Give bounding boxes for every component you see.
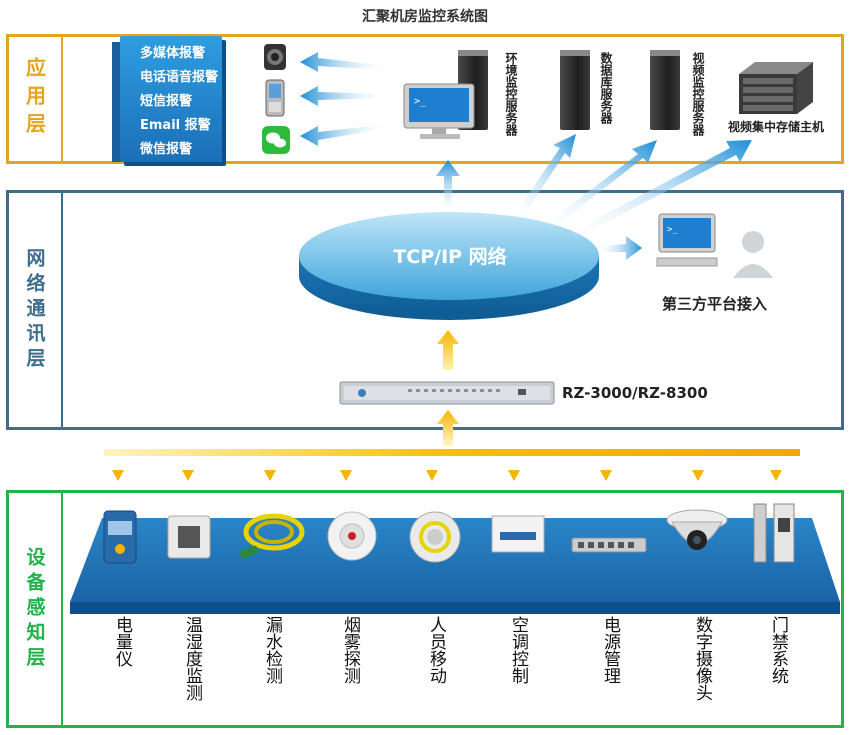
diagram-title: 汇聚机房监控系统图	[362, 9, 488, 25]
device-label-smoke: 烟雾探测	[340, 616, 360, 684]
power-management-icon	[571, 537, 647, 553]
alarm-box-side	[112, 42, 122, 162]
rz-device-icon	[339, 381, 555, 405]
network-layer-title: 网络通讯层	[23, 247, 46, 373]
access-control-icon	[753, 503, 795, 563]
application-layer-label: 应用层	[9, 37, 61, 161]
rz-device-label: RZ-3000/RZ-8300	[562, 384, 708, 402]
device-label-water-leak: 漏水检测	[262, 616, 282, 684]
alarm-wechat: 微信报警	[140, 142, 193, 157]
arrow-left-1	[300, 52, 390, 72]
arrow-to-video-server	[548, 140, 657, 228]
video-server-label: 视频监控服务器	[691, 52, 705, 136]
mobile-phone-icon	[265, 79, 285, 117]
application-layer: 应用层	[6, 34, 844, 164]
alarm-phone-voice: 电话语音报警	[140, 70, 219, 85]
device-label-motion: 人员移动	[426, 616, 446, 684]
alarm-icons	[262, 44, 290, 154]
svg-text:>_: >_	[667, 225, 678, 235]
tcpip-network-label: TCP/IP 网络	[393, 246, 507, 268]
user-icon	[733, 231, 773, 278]
alarm-arrows	[300, 52, 390, 146]
arrow-left-2	[300, 86, 390, 106]
computer-icon: >_	[656, 213, 718, 267]
arrow-bus-to-device	[437, 410, 459, 446]
device-label-temp-humidity: 温湿度监测	[182, 616, 202, 701]
device-label-ac: 空调控制	[508, 616, 528, 684]
tcpip-network-disk	[299, 212, 599, 320]
sensing-layer-label: 设备感知层	[9, 493, 61, 725]
monitor-icon: >_	[403, 83, 475, 139]
temperature-humidity-sensor-icon	[167, 515, 211, 559]
smoke-detector-icon	[327, 511, 377, 561]
third-party-label: 第三方平台接入	[662, 295, 768, 313]
network-layer: 网络通讯层	[6, 190, 844, 430]
arrow-device-to-network	[437, 330, 459, 370]
env-server-label: 环境监控服务器	[504, 52, 518, 136]
device-label-camera: 数字摄像头	[692, 616, 712, 701]
application-layer-title: 应用层	[22, 57, 47, 141]
third-party-platform-icon: >_	[656, 213, 773, 278]
arrow-left-3	[300, 124, 390, 146]
ac-controller-icon	[491, 515, 545, 553]
alarm-multimedia: 多媒体报警	[140, 46, 206, 61]
motion-sensor-icon	[409, 511, 461, 563]
alarm-email: Email 报警	[140, 118, 211, 133]
device-label-power-meter: 电量仪	[112, 616, 132, 667]
alarm-sms: 短信报警	[140, 94, 193, 109]
network-layer-label: 网络通讯层	[9, 193, 61, 427]
sensing-layer: 设备感知层	[6, 490, 844, 728]
db-server-icon	[560, 50, 590, 130]
db-server-label: 数据库服务器	[599, 52, 613, 124]
alarm-box: 多媒体报警 电话语音报警 短信报警 Email 报警 微信报警	[120, 36, 222, 162]
svg-text:>_: >_	[414, 96, 427, 107]
arrow-up-to-env-server	[436, 160, 460, 212]
video-server-icon	[650, 50, 680, 130]
wechat-icon	[262, 126, 290, 154]
device-bus-bar	[104, 449, 800, 481]
arrow-to-storage-host	[572, 140, 752, 238]
speaker-icon	[264, 44, 286, 70]
device-label-power-mgmt: 电源管理	[600, 616, 620, 684]
network-uplink-arrows	[436, 134, 752, 260]
power-meter-icon	[103, 510, 137, 564]
water-leak-cable-icon	[239, 513, 305, 559]
dome-camera-icon	[666, 509, 728, 550]
arrow-to-db-server	[515, 134, 576, 218]
arrow-to-third-party	[598, 236, 642, 260]
storage-host-icon	[739, 62, 813, 114]
storage-host-label: 视频集中存储主机	[728, 120, 825, 134]
device-label-access: 门禁系统	[768, 616, 788, 684]
sensing-layer-title: 设备感知层	[23, 546, 46, 672]
